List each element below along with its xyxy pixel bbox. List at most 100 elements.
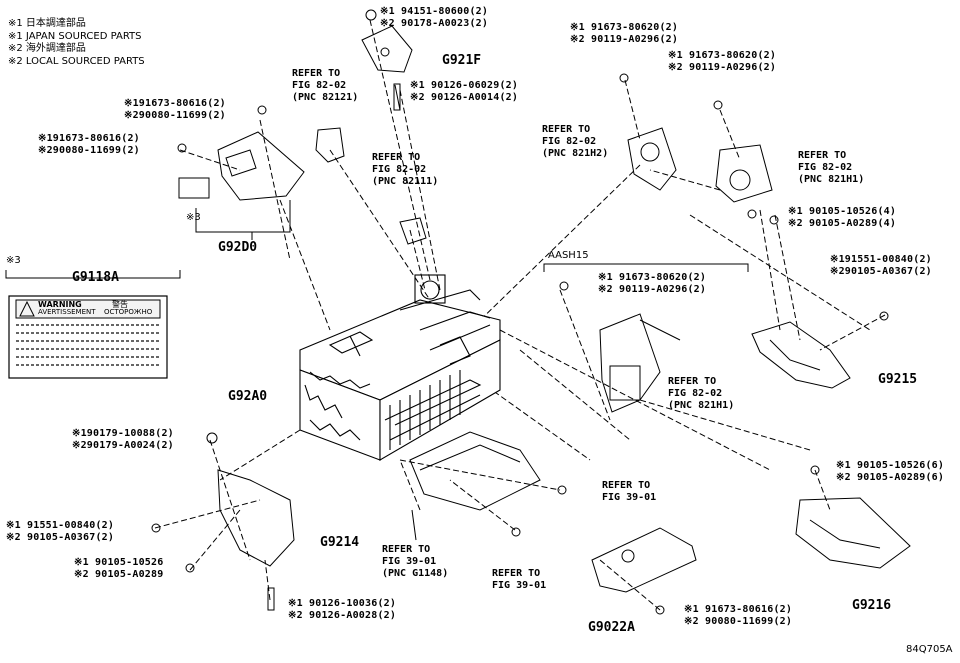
fastener-line: ※290105-A0367(2) xyxy=(830,266,932,277)
fastener-callout: ※191673-80616(2) ※290080-11699(2) xyxy=(124,98,226,122)
fastener-callout: ※1 91673-80620(2) ※2 90119-A0296(2) xyxy=(570,22,678,46)
warning-jp: 警告 xyxy=(112,300,128,309)
figure-code: 84Q705A xyxy=(906,644,953,655)
legend-line-4: ※2 LOCAL SOURCED PARTS xyxy=(8,55,145,67)
fastener-callout: ※1 91673-80616(2) ※2 90080-11699(2) xyxy=(684,604,792,628)
aash15-label: AASH15 xyxy=(548,250,589,261)
fastener-line: ※1 90105-10526 xyxy=(74,557,164,568)
fastener-line: ※290179-A0024(2) xyxy=(72,440,174,451)
lower-bracket-drawing xyxy=(409,431,567,541)
fastener-line: ※2 90080-11699(2) xyxy=(684,616,793,627)
fastener-callout: ※1 91673-80620(2) ※2 90119-A0296(2) xyxy=(598,272,706,296)
label-note-mark: ※3 xyxy=(6,255,21,266)
fastener-line: ※290080-11699(2) xyxy=(38,145,140,156)
cover-g92d0-drawing xyxy=(177,105,305,201)
refer-callout[interactable]: REFER TO FIG 39-01 xyxy=(492,568,546,592)
fastener-line: ※2 90178-A0023(2) xyxy=(380,18,489,29)
fastener-line: ※2 90105-A0289(4) xyxy=(788,218,897,229)
part-g9022a[interactable]: G9022A xyxy=(588,620,635,635)
refer-line: FIG 82-02 xyxy=(668,388,723,399)
fastener-line: ※1 91551-00840(2) xyxy=(6,520,115,531)
fastener-callout: ※1 90105-10526(4) ※2 90105-A0289(4) xyxy=(788,206,896,230)
refer-line: (PNC G1148) xyxy=(382,568,449,579)
warning-header-box xyxy=(15,299,161,319)
warning-text-lines xyxy=(16,324,160,366)
fastener-line: ※2 90119-A0296(2) xyxy=(598,284,707,295)
sensor-drawings xyxy=(315,73,779,245)
refer-line: FIG 39-01 xyxy=(382,556,437,567)
note-mark3: ※3 xyxy=(186,212,201,223)
refer-line: REFER TO xyxy=(372,152,421,163)
refer-line: FIG 39-01 xyxy=(492,580,547,591)
fastener-callout: ※191551-00840(2) ※290105-A0367(2) xyxy=(830,254,932,278)
refer-line: (PNC 82121) xyxy=(292,92,359,103)
refer-line: (PNC 821H1) xyxy=(798,174,865,185)
fastener-callout: ※1 90105-10526(6) ※2 90105-A0289(6) xyxy=(836,460,944,484)
refer-line: (PNC 82111) xyxy=(372,176,439,187)
fastener-callout: ※190179-10088(2) ※290179-A0024(2) xyxy=(72,428,174,452)
fastener-line: ※2 90105-A0289 xyxy=(74,569,164,580)
refer-callout[interactable]: REFER TO FIG 82-02 (PNC 821H1) xyxy=(798,150,864,186)
warning-en: WARNING xyxy=(38,300,82,309)
refer-callout[interactable]: REFER TO FIG 39-01 xyxy=(602,480,656,504)
bracket-g921f-drawing xyxy=(361,9,413,111)
refer-line: (PNC 821H1) xyxy=(668,400,735,411)
fastener-line: ※2 90126-A0028(2) xyxy=(288,610,397,621)
fastener-callout: ※1 90126-06029(2) ※2 90126-A0014(2) xyxy=(410,80,518,104)
aash15-sensor-drawing xyxy=(559,281,681,413)
fastener-callout: ※1 91551-00840(2) ※2 90105-A0367(2) xyxy=(6,520,114,544)
part-g9214[interactable]: G9214 xyxy=(320,535,360,550)
fastener-line: ※2 90126-A0014(2) xyxy=(410,92,519,103)
fastener-callout: ※1 91673-80620(2) ※2 90119-A0296(2) xyxy=(668,50,776,74)
refer-callout[interactable]: REFER TO FIG 82-02 (PNC 821H1) xyxy=(668,376,734,412)
fastener-line: ※1 90126-10036(2) xyxy=(288,598,397,609)
part-g92d0[interactable]: G92D0 xyxy=(218,240,258,255)
legend-line-1: ※1 日本調達部品 xyxy=(8,18,86,29)
refer-line: FIG 39-01 xyxy=(602,492,657,503)
fastener-line: ※2 90119-A0296(2) xyxy=(668,62,777,73)
refer-callout[interactable]: REFER TO FIG 39-01 (PNC G1148) xyxy=(382,544,448,580)
cover-g9022a-drawing xyxy=(591,527,697,615)
bracket-g9216-drawing xyxy=(795,465,911,569)
fastener-line: ※2 90105-A0367(2) xyxy=(6,532,115,543)
refer-line: REFER TO xyxy=(542,124,591,135)
refer-callout[interactable]: REFER TO FIG 82-02 (PNC 82121) xyxy=(292,68,358,104)
refer-line: REFER TO xyxy=(492,568,541,579)
refer-line: REFER TO xyxy=(668,376,717,387)
fastener-line: ※290080-11699(2) xyxy=(124,110,226,121)
legend: ※1 日本調達部品 ※1 JAPAN SOURCED PARTS ※2 海外調達… xyxy=(8,18,145,68)
fastener-line: ※191673-80616(2) xyxy=(38,133,140,144)
fastener-line: ※1 90126-06029(2) xyxy=(410,80,519,91)
refer-callout[interactable]: REFER TO FIG 82-02 (PNC 821H2) xyxy=(542,124,608,160)
fastener-line: ※1 90105-10526(4) xyxy=(788,206,897,217)
inverter-assembly-drawing xyxy=(299,274,501,461)
aash15-bracket xyxy=(543,263,749,272)
fastener-line: ※1 91673-80620(2) xyxy=(570,22,679,33)
fastener-line: ※191673-80616(2) xyxy=(124,98,226,109)
fastener-callout: ※191673-80616(2) ※290080-11699(2) xyxy=(38,133,140,157)
fastener-line: ※1 91673-80620(2) xyxy=(598,272,707,283)
legend-line-3: ※2 海外調達部品 xyxy=(8,43,86,54)
g92d0-bracket xyxy=(195,200,291,233)
fastener-line: ※190179-10088(2) xyxy=(72,428,174,439)
refer-line: REFER TO xyxy=(382,544,431,555)
bracket-g9215-drawing xyxy=(751,311,889,389)
fastener-callout: ※1 94151-80600(2) ※2 90178-A0023(2) xyxy=(380,6,488,30)
warning-ru: ОСТОРОЖНО xyxy=(104,308,153,316)
bracket-g9214-drawing xyxy=(151,432,295,611)
part-g921f[interactable]: G921F xyxy=(442,53,482,68)
part-g9215[interactable]: G9215 xyxy=(878,372,918,387)
refer-line: (PNC 821H2) xyxy=(542,148,609,159)
fastener-line: ※1 91673-80620(2) xyxy=(668,50,777,61)
warning-label-panel xyxy=(8,295,168,379)
part-g9216[interactable]: G9216 xyxy=(852,598,892,613)
refer-callout[interactable]: REFER TO FIG 82-02 (PNC 82111) xyxy=(372,152,438,188)
refer-line: REFER TO xyxy=(292,68,341,79)
fastener-line: ※191551-00840(2) xyxy=(830,254,932,265)
label-part-number: G9118A xyxy=(72,270,119,285)
part-g92a0[interactable]: G92A0 xyxy=(228,389,268,404)
fastener-line: ※2 90105-A0289(6) xyxy=(836,472,945,483)
label-bracket xyxy=(5,270,181,279)
fastener-line: ※1 94151-80600(2) xyxy=(380,6,489,17)
refer-line: FIG 82-02 xyxy=(798,162,853,173)
